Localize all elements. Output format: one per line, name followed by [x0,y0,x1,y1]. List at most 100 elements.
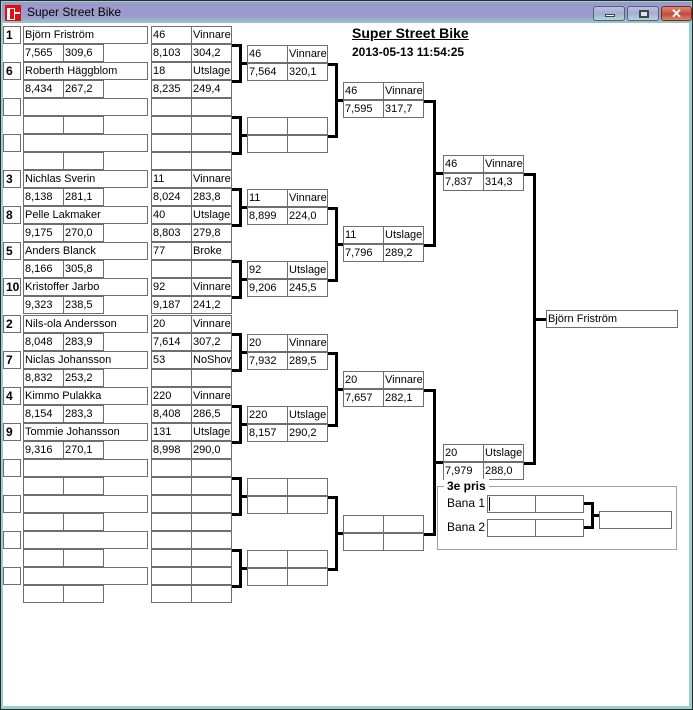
race-speed[interactable] [287,568,328,586]
qualifying-speed[interactable]: 270,1 [63,441,104,459]
minimize-button[interactable] [593,6,625,21]
seed-number[interactable] [3,134,21,152]
rider-name[interactable]: Roberth Häggblom [23,62,148,80]
rider-name[interactable]: Nils-ola Andersson [23,315,148,333]
lane2-time-input[interactable] [487,519,536,537]
race-number[interactable]: 77 [151,242,192,260]
race-status[interactable]: Vinnare [191,315,232,333]
qualifying-speed[interactable]: 281,1 [63,188,104,206]
race-status[interactable]: Vinnare [191,387,232,405]
qualifying-speed[interactable] [63,477,104,495]
race-time[interactable] [343,533,384,551]
race-number[interactable]: 46 [247,45,288,63]
race-time[interactable]: 7,979 [443,462,484,480]
qualifying-speed[interactable] [63,152,104,170]
race-number[interactable]: 20 [343,371,384,389]
race-status[interactable]: Vinnare [191,26,232,44]
seed-number[interactable]: 5 [3,242,21,260]
qualifying-speed[interactable] [63,116,104,134]
lane1-speed-input[interactable] [535,495,584,513]
race-status[interactable]: Vinnare [483,155,524,173]
race-speed[interactable] [191,585,232,603]
qualifying-speed[interactable]: 238,5 [63,296,104,314]
qualifying-time[interactable]: 9,323 [23,296,64,314]
qualifying-time[interactable]: 8,434 [23,80,64,98]
qualifying-time[interactable]: 9,175 [23,224,64,242]
race-speed[interactable]: 317,7 [383,100,424,118]
seed-number[interactable] [3,98,21,116]
race-status[interactable]: Utslager [383,226,424,244]
race-speed[interactable] [287,496,328,514]
rider-name[interactable]: Pelle Lakmaker [23,206,148,224]
race-time[interactable] [151,513,192,531]
rider-name[interactable]: Niclas Johansson [23,351,148,369]
race-number[interactable]: 92 [151,278,192,296]
race-status[interactable] [287,550,328,568]
race-time[interactable]: 8,408 [151,405,192,423]
race-speed[interactable] [191,549,232,567]
race-status[interactable] [191,567,232,585]
race-speed[interactable] [191,260,232,278]
seed-number[interactable]: 1 [3,26,21,44]
race-speed[interactable]: 286,5 [191,405,232,423]
race-speed[interactable] [191,369,232,387]
race-number[interactable]: 46 [343,82,384,100]
qualifying-time[interactable] [23,477,64,495]
race-speed[interactable] [191,513,232,531]
seed-number[interactable]: 7 [3,351,21,369]
race-time[interactable]: 7,614 [151,333,192,351]
qualifying-time[interactable]: 8,154 [23,405,64,423]
race-time[interactable] [151,116,192,134]
race-time[interactable]: 9,206 [247,279,288,297]
race-number[interactable]: 220 [247,406,288,424]
race-time[interactable]: 8,235 [151,80,192,98]
rider-name[interactable] [23,495,148,513]
race-time[interactable]: 8,103 [151,44,192,62]
race-number[interactable] [151,531,192,549]
race-time[interactable]: 7,932 [247,352,288,370]
race-status[interactable] [191,459,232,477]
rider-name[interactable] [23,134,148,152]
rider-name[interactable]: Tommie Johansson [23,423,148,441]
race-speed[interactable]: 288,0 [483,462,524,480]
race-number[interactable]: 40 [151,206,192,224]
race-number[interactable]: 20 [247,334,288,352]
race-number[interactable]: 11 [247,189,288,207]
qualifying-speed[interactable]: 283,9 [63,333,104,351]
race-time[interactable]: 8,899 [247,207,288,225]
race-status[interactable]: Utslager [191,206,232,224]
race-speed[interactable] [191,477,232,495]
seed-number[interactable]: 10 [3,278,21,296]
race-number[interactable]: 220 [151,387,192,405]
race-number[interactable]: 11 [151,170,192,188]
race-number[interactable] [151,98,192,116]
race-speed[interactable]: 289,2 [383,244,424,262]
third-place-result[interactable] [599,511,672,529]
race-speed[interactable] [383,533,424,551]
rider-name[interactable]: Anders Blanck [23,242,148,260]
race-status[interactable]: NoShow [191,351,232,369]
race-status[interactable]: Vinnare [287,334,328,352]
seed-number[interactable] [3,459,21,477]
race-number[interactable] [343,515,384,533]
seed-number[interactable] [3,495,21,513]
race-time[interactable] [151,152,192,170]
race-time[interactable] [247,496,288,514]
race-status[interactable]: Utslager [191,423,232,441]
rider-name[interactable] [23,567,148,585]
race-time[interactable]: 8,024 [151,188,192,206]
rider-name[interactable]: Nichlas Sverin [23,170,148,188]
race-time[interactable]: 9,187 [151,296,192,314]
race-time[interactable]: 8,803 [151,224,192,242]
qualifying-time[interactable] [23,585,64,603]
race-status[interactable] [191,98,232,116]
race-time[interactable]: 8,998 [151,441,192,459]
seed-number[interactable]: 6 [3,62,21,80]
race-status[interactable]: Vinnare [287,189,328,207]
qualifying-speed[interactable]: 283,3 [63,405,104,423]
race-speed[interactable]: 290,2 [287,424,328,442]
race-speed[interactable]: 304,2 [191,44,232,62]
qualifying-speed[interactable]: 267,2 [63,80,104,98]
qualifying-time[interactable]: 8,832 [23,369,64,387]
qualifying-time[interactable] [23,152,64,170]
